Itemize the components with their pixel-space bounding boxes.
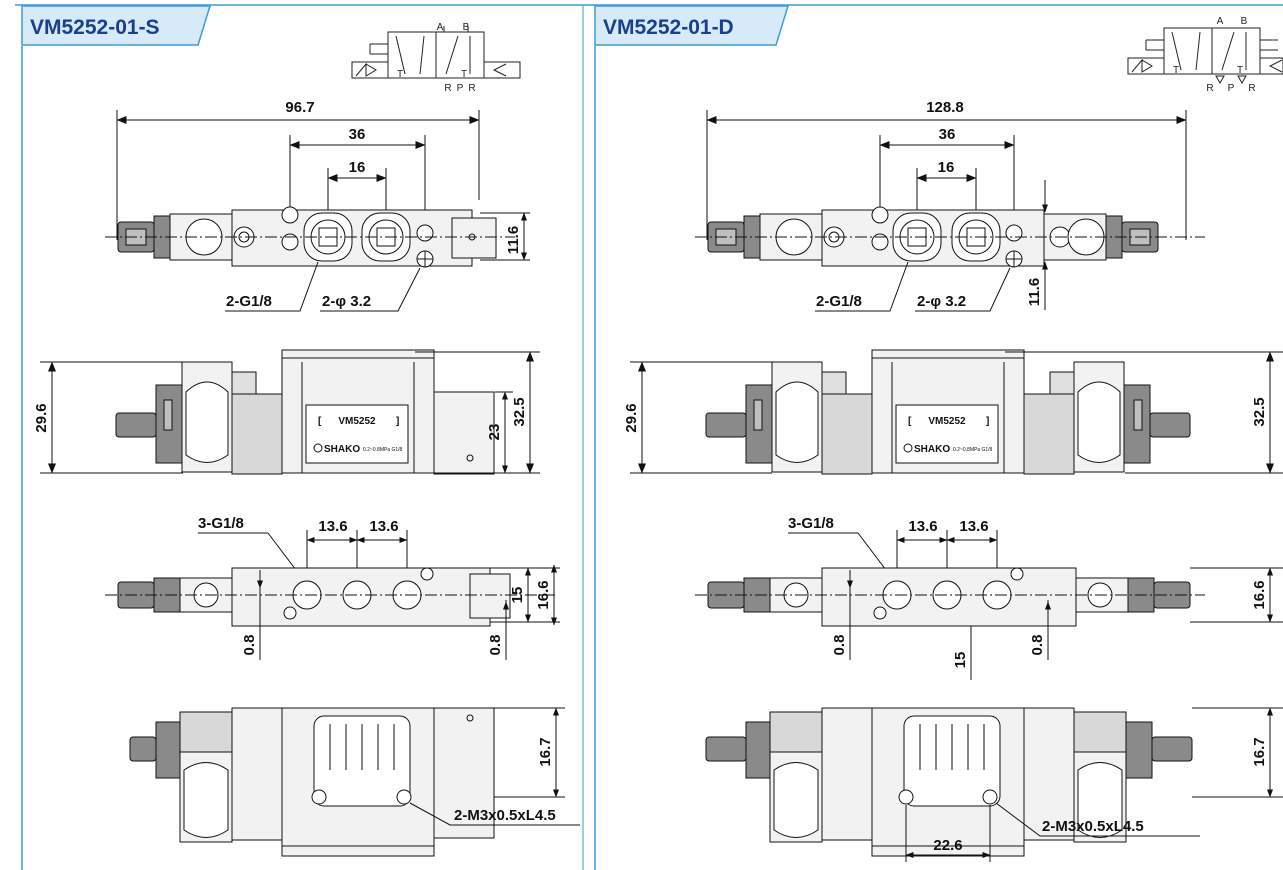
panel-double-solenoid: VM5252-01-D A B R P R T T: [594, 5, 1283, 862]
symbol-port-r1: R: [1206, 83, 1213, 94]
rear-view: [129, 707, 580, 857]
side-view: [630, 349, 1283, 475]
nameplate-bracket-right: ]: [986, 416, 989, 427]
dim-rear-width: 22.6: [933, 837, 962, 854]
nameplate-rating: 0.2~0.8MPa G1/8: [953, 447, 993, 453]
nameplate-brand: SHAKO: [324, 444, 360, 455]
dim-span-inner: 16: [938, 159, 955, 176]
symbol-tank-left: T: [397, 69, 403, 80]
dim-bottom-height-inner: 15: [509, 587, 526, 604]
panel-title-tab: VM5252-01-S: [21, 5, 212, 46]
dim-side-height-left: 29.6: [33, 403, 50, 432]
symbol-port-b: B: [463, 22, 470, 33]
callout-holes: 2-φ 3.2: [322, 293, 371, 310]
dim-rear-height: 16.7: [1251, 737, 1268, 766]
top-view: [695, 110, 1205, 312]
dim-top-height: 11.6: [505, 226, 522, 254]
dim-port-pitch-1: 13.6: [318, 518, 347, 535]
dim-bottom-height-outer: 16.6: [535, 580, 552, 609]
nameplate-brand: SHAKO: [914, 444, 950, 455]
nameplate-bracket-left: [: [318, 416, 322, 427]
panel-title: VM5252-01-D: [603, 16, 734, 39]
brand-mark-icon: [313, 443, 323, 453]
panel-title-tab: VM5252-01-D: [594, 5, 790, 46]
dim-port-pitch-2: 13.6: [369, 518, 398, 535]
symbol-port-p: P: [1228, 83, 1235, 94]
symbol-port-r2: R: [468, 83, 475, 94]
dim-side-height-right: 32.5: [1251, 397, 1268, 426]
pneumatic-symbol: [1127, 27, 1283, 85]
symbol-port-r2: R: [1248, 83, 1255, 94]
dim-span-inner: 16: [349, 159, 366, 176]
nameplate-rating: 0.2~0.8MPa G1/8: [363, 447, 403, 453]
dim-span-outer: 36: [349, 126, 366, 143]
dim-port-pitch-1: 13.6: [908, 518, 937, 535]
top-view: [105, 110, 530, 312]
callout-mounting-screws: 2-M3x0.5xL4.5: [1042, 818, 1144, 835]
callout-mounting-screws: 2-M3x0.5xL4.5: [454, 807, 556, 824]
dim-rear-height: 16.7: [537, 737, 554, 766]
panel-single-solenoid: VM5252-01-S A B R P R T T: [21, 5, 580, 857]
nameplate-bracket-right: ]: [396, 416, 399, 427]
dim-overall-length: 96.7: [285, 99, 314, 116]
symbol-tank-right: T: [461, 69, 467, 80]
dim-side-height-left: 29.6: [623, 403, 640, 432]
dim-offset-left: 0.8: [241, 635, 258, 656]
callout-holes: 2-φ 3.2: [917, 293, 966, 310]
panel-title: VM5252-01-S: [30, 16, 160, 39]
side-view: [40, 349, 540, 475]
dim-side-height-inner: 23: [486, 424, 503, 441]
callout-ports-top: 2-G1/8: [226, 293, 272, 310]
dim-side-height-right: 32.5: [511, 397, 528, 426]
nameplate-model: VM5252: [338, 416, 376, 427]
dim-offset-right: 0.8: [487, 635, 504, 656]
brand-mark-icon: [903, 443, 913, 453]
dim-bottom-height-inner: 15: [952, 652, 969, 669]
bottom-view: [695, 530, 1283, 680]
pneumatic-symbol: [351, 26, 521, 79]
dim-port-pitch-2: 13.6: [959, 518, 988, 535]
nameplate-bracket-left: [: [908, 416, 912, 427]
callout-ports-bottom: 3-G1/8: [788, 515, 834, 532]
dim-span-outer: 36: [939, 126, 956, 143]
dim-offset-left: 0.8: [831, 635, 848, 656]
symbol-port-a: A: [437, 22, 444, 33]
panel-frames: [15, 4, 1283, 870]
symbol-port-b: B: [1241, 16, 1248, 27]
symbol-port-r1: R: [444, 83, 451, 94]
symbol-port-p: P: [457, 83, 464, 94]
symbol-tank-right: T: [1237, 65, 1243, 76]
dim-offset-right: 0.8: [1029, 635, 1046, 656]
rear-view: [705, 707, 1283, 862]
callout-ports-bottom: 3-G1/8: [198, 515, 244, 532]
symbol-tank-left: T: [1173, 65, 1179, 76]
symbol-port-a: A: [1217, 16, 1224, 27]
callout-ports-top: 2-G1/8: [816, 293, 862, 310]
dim-bottom-height-outer: 16.6: [1251, 580, 1268, 609]
nameplate-model: VM5252: [928, 416, 966, 427]
dim-overall-length: 128.8: [926, 99, 964, 116]
dim-top-height: 11.6: [1026, 278, 1043, 306]
bottom-view: [105, 530, 560, 660]
